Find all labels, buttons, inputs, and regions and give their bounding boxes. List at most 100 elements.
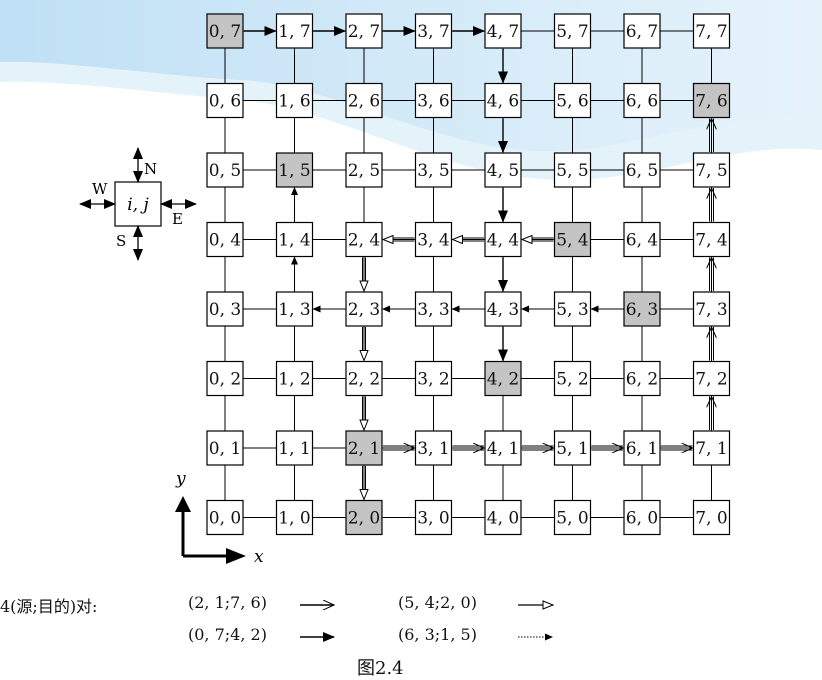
node-box	[414, 430, 453, 466]
node-box	[206, 499, 244, 536]
mesh-node: 4, 5	[484, 152, 522, 188]
node-box	[206, 221, 244, 258]
node-box	[275, 499, 314, 536]
mesh-node: 3, 5	[414, 152, 453, 188]
node-box	[553, 360, 592, 397]
mesh-node: 4, 0	[484, 499, 522, 536]
mesh-node: 4, 6	[484, 82, 522, 119]
mesh-node: 3, 6	[414, 82, 453, 119]
mesh-node: 2, 2	[345, 360, 383, 397]
mesh-node: 5, 6	[553, 82, 592, 119]
node-label: 7, 1	[695, 439, 727, 459]
coordinate-axes: yx	[175, 469, 264, 567]
node-box	[206, 360, 244, 397]
node-label: 0, 6	[209, 92, 241, 112]
legend-pair-4: (6, 3;1, 5)	[398, 625, 477, 644]
mesh-node: 1, 5	[275, 152, 314, 188]
node-box	[623, 430, 661, 466]
node-box	[623, 13, 661, 49]
mesh-node: 7, 4	[692, 221, 731, 258]
node-label: 1, 3	[278, 300, 310, 320]
node-label: 2, 2	[348, 370, 380, 390]
mesh-node: 6, 4	[623, 221, 661, 258]
node-label: 4, 1	[487, 439, 519, 459]
legend-pair-1: (2, 1;7, 6)	[188, 593, 267, 612]
node-box	[275, 221, 314, 258]
node-box	[692, 152, 731, 188]
compass-west-label: W	[92, 180, 108, 198]
node-box	[275, 13, 314, 49]
node-label: 2, 6	[348, 92, 380, 112]
node-box	[206, 13, 244, 49]
node-label: 5, 0	[556, 509, 588, 529]
x-axis-arrowhead	[226, 548, 246, 564]
routing-paths	[244, 26, 714, 500]
mesh-node: 3, 7	[414, 13, 453, 49]
node-label: 4, 7	[487, 22, 519, 42]
node-box	[692, 221, 731, 258]
mesh-node: 6, 0	[623, 499, 661, 536]
node-label: 5, 1	[556, 439, 588, 459]
mesh-node: 1, 4	[275, 221, 314, 258]
node-label: 7, 4	[695, 231, 727, 251]
node-box	[484, 499, 522, 536]
mesh-node: 2, 6	[345, 82, 383, 119]
mesh-node: 3, 1	[414, 430, 453, 466]
node-box	[414, 221, 453, 258]
node-label: 2, 0	[348, 509, 380, 529]
legend-arrows	[300, 605, 553, 642]
node-label: 5, 5	[556, 161, 588, 181]
figure-caption: 图2.4	[357, 658, 404, 679]
node-label: 0, 7	[209, 22, 241, 42]
mesh-node: 0, 0	[206, 499, 244, 536]
node-label: 3, 6	[417, 92, 449, 112]
legend-heading: 4(源;目的)对:	[0, 597, 98, 616]
node-label: 6, 3	[626, 300, 658, 320]
node-label: 1, 2	[278, 370, 310, 390]
node-label: 5, 2	[556, 370, 588, 390]
node-label: 7, 0	[695, 509, 727, 529]
node-box	[414, 499, 453, 536]
node-box	[206, 82, 244, 119]
y-axis-arrowhead	[175, 496, 191, 512]
x-axis-label: x	[254, 547, 264, 567]
node-label: 0, 1	[209, 439, 241, 459]
mesh-node: 2, 7	[345, 13, 383, 49]
node-box	[553, 13, 592, 49]
node-label: 0, 3	[209, 300, 241, 320]
compass-center-label: i, j	[127, 195, 149, 215]
node-label: 6, 6	[626, 92, 658, 112]
node-label: 6, 0	[626, 509, 658, 529]
mesh-node: 0, 4	[206, 221, 244, 258]
node-box	[206, 291, 244, 327]
mesh-node: 2, 5	[345, 152, 383, 188]
node-box	[345, 430, 383, 466]
node-box	[692, 499, 731, 536]
node-label: 1, 6	[278, 92, 310, 112]
mesh-node: 1, 7	[275, 13, 314, 49]
node-label: 1, 1	[278, 439, 310, 459]
node-box	[275, 430, 314, 466]
node-label: 3, 1	[417, 439, 449, 459]
node-box	[275, 152, 314, 188]
node-label: 2, 5	[348, 161, 380, 181]
node-label: 4, 6	[487, 92, 519, 112]
node-label: 5, 3	[556, 300, 588, 320]
node-box	[345, 221, 383, 258]
mesh-node: 1, 2	[275, 360, 314, 397]
node-box	[623, 291, 661, 327]
node-label: 0, 0	[209, 509, 241, 529]
legend-pair-2: (5, 4;2, 0)	[398, 593, 477, 612]
node-box	[275, 360, 314, 397]
compass-node-box	[114, 181, 162, 227]
mesh-node: 5, 3	[553, 291, 592, 327]
node-label: 2, 7	[348, 22, 380, 42]
mesh-node: 6, 7	[623, 13, 661, 49]
node-box	[553, 430, 592, 466]
node-box	[623, 499, 661, 536]
node-label: 6, 7	[626, 22, 658, 42]
node-box	[692, 430, 731, 466]
node-box	[345, 291, 383, 327]
node-box	[484, 221, 522, 258]
